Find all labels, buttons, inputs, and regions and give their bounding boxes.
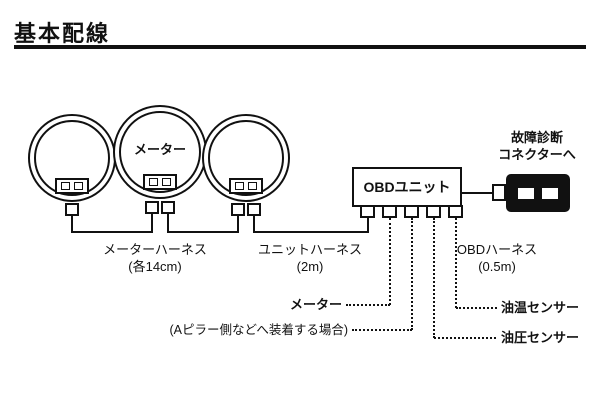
dotted-wire-oil-pressure-h (434, 337, 496, 339)
obd-harness-label: OBDハーネス (0.5m) (430, 242, 564, 276)
unit-harness-label: ユニットハーネス (2m) (243, 242, 377, 276)
gauge-2-label: メーター (133, 141, 186, 157)
wire-unit-harness (253, 231, 369, 233)
diagnostic-label-line2: コネクターへ (498, 146, 576, 162)
wire-gauge1-drop (71, 214, 73, 233)
obd-unit-label: OBDユニット (363, 179, 451, 195)
dotted-wire-meter-alt-v (411, 218, 413, 330)
connector-pin-icon (162, 178, 171, 186)
port-label-meter-note: (Aピラー側などへ装着する場合) (169, 323, 348, 337)
gauge-1 (28, 114, 116, 202)
diagnostic-label-line1: 故障診断 (510, 130, 563, 145)
gauge-3 (202, 114, 290, 202)
dotted-wire-meter-alt-h (352, 329, 412, 331)
obd-port-oil-pressure (426, 205, 441, 218)
port-label-meter: メーター (289, 297, 342, 312)
wire-gauge2-drop-out (167, 213, 169, 233)
diagnostic-connector-label: 故障診断 コネクターへ (485, 130, 589, 164)
obd-port-oil-temp (448, 205, 463, 218)
dotted-wire-oil-temp-v (455, 218, 457, 308)
wire-gauge2-drop-in (151, 213, 153, 233)
page-title: 基本配線 (14, 21, 111, 46)
connector-pin-icon (149, 178, 158, 186)
connector-pin-icon (542, 187, 558, 199)
gauge-1-bezel (34, 120, 110, 196)
gauge-2-label-wrap: メーター (115, 107, 205, 197)
obd-port-meter-alt (404, 205, 419, 218)
port-label-oil-temp: 油温センサー (501, 300, 580, 315)
connector-pin-icon (235, 182, 244, 190)
meter-harness-label: メーターハーネス (各14cm) (88, 242, 222, 276)
connector-pin-icon (61, 182, 70, 190)
dotted-wire-oil-pressure-v (433, 218, 435, 338)
obd-unit-box: OBDユニット (352, 167, 462, 207)
obd-harness-spec: (0.5m) (478, 258, 516, 274)
port-label-oil-pressure: 油圧センサー (501, 330, 580, 345)
connector-pin-icon (74, 182, 83, 190)
gauge-1-connector (55, 178, 89, 194)
diagnostic-connector-icon (506, 174, 570, 212)
wire-obd-input-drop (367, 216, 369, 233)
dotted-wire-oil-temp-h (456, 307, 497, 309)
meter-harness-spec: (各14cm) (128, 258, 182, 274)
wire-gauge3-drop-out (253, 214, 255, 233)
unit-harness-name: ユニットハーネス (257, 242, 362, 257)
wire-meter-harness-1 (71, 231, 153, 233)
dotted-wire-meter-h (346, 304, 390, 306)
gauge-2-connector (143, 174, 177, 190)
wire-obd-harness (462, 192, 494, 194)
gauge-3-connector (229, 178, 263, 194)
wire-gauge3-drop-in (237, 214, 239, 233)
unit-harness-spec: (2m) (296, 258, 324, 274)
obd-harness-name: OBDハーネス (456, 242, 538, 257)
dotted-wire-meter-v (389, 218, 391, 305)
obd-harness-plug (492, 184, 506, 201)
connector-pin-icon (248, 182, 257, 190)
connector-pin-icon (518, 187, 534, 199)
gauge-2-bezel (119, 111, 201, 193)
gauge-2: メーター (113, 105, 207, 199)
wire-meter-harness-2 (167, 231, 239, 233)
title-underline (14, 45, 586, 49)
gauge-3-bezel (208, 120, 284, 196)
obd-port-meter (382, 205, 397, 218)
obd-port-input (360, 205, 375, 218)
meter-harness-name: メーターハーネス (103, 242, 207, 257)
